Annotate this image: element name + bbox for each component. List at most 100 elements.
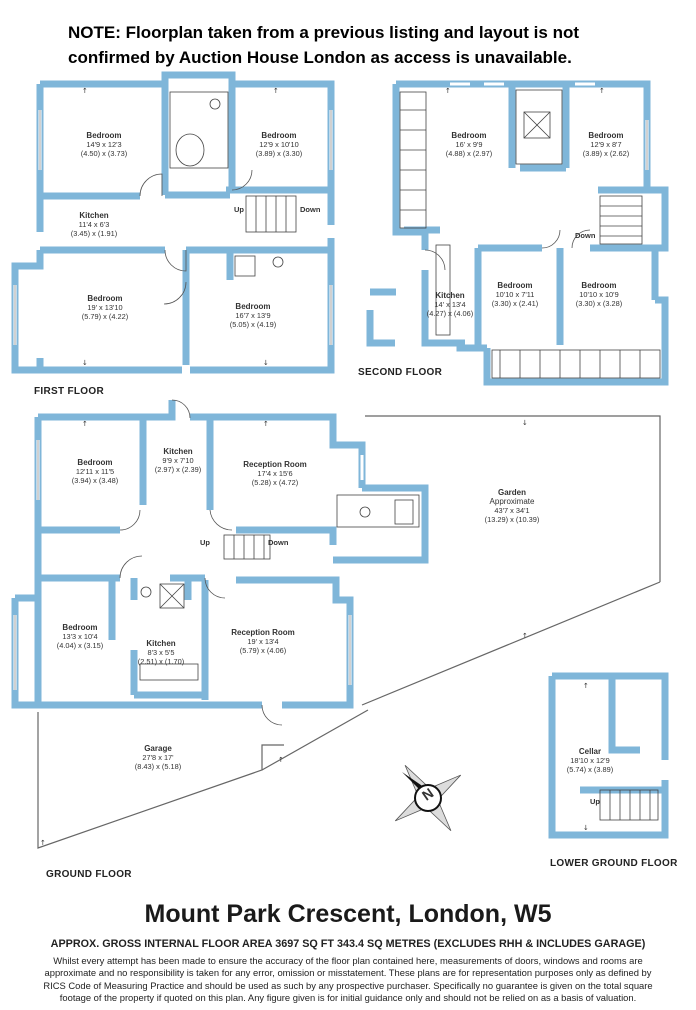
svg-text:↑: ↑ (82, 87, 88, 95)
room-metric: (5.79) x (4.22) (81, 312, 129, 321)
room-metric: (4.88) x (2.97) (445, 149, 493, 158)
svg-text:↑: ↑ (40, 839, 46, 847)
room-name: Bedroom (451, 131, 487, 140)
disclaimer-line-3: RICS Code of Measuring Practice and shou… (43, 979, 653, 991)
room-metric: (3.94) x (3.48) (71, 476, 119, 485)
room-metric: (3.89) x (2.62) (582, 149, 630, 158)
svg-text:↓: ↓ (263, 359, 269, 367)
cellar-stairs-up: Up (590, 797, 600, 806)
room-g-kitchen-b: Kitchen 8'3 x 5'5 (2.51) x (1.70) (138, 639, 184, 666)
room-f2-bedroom-b: Bedroom 12'9 x 8'7 (3.89) x (2.62) (583, 131, 629, 158)
room-imperial: 19' x 13'10 (87, 303, 123, 312)
room-imperial: 17'4 x 15'6 (257, 469, 293, 478)
room-extra: Approximate (489, 497, 535, 506)
room-garden: Garden Approximate 43'7 x 34'1 (13.29) x… (485, 488, 540, 524)
svg-text:↑: ↑ (445, 87, 451, 95)
room-f1-bedroom-b: Bedroom 12'9 x 10'10 (3.89) x (3.30) (256, 131, 302, 158)
room-g-bedroom-a: Bedroom 12'11 x 11'5 (3.94) x (3.48) (72, 458, 118, 485)
room-name: Bedroom (86, 131, 122, 140)
room-name: Kitchen (79, 211, 109, 220)
room-metric: (3.30) x (2.41) (491, 299, 539, 308)
room-metric: (3.30) x (3.28) (575, 299, 623, 308)
room-f1-bedroom-a: Bedroom 14'9 x 12'3 (4.50) x (3.73) (81, 131, 127, 158)
room-f1-bedroom-c: Bedroom 19' x 13'10 (5.79) x (4.22) (82, 294, 128, 321)
room-imperial: 43'7 x 34'1 (494, 506, 530, 515)
room-metric: (4.27) x (4.06) (426, 309, 474, 318)
room-imperial: 16' x 9'9 (455, 140, 483, 149)
room-imperial: 11'4 x 6'3 (78, 220, 110, 229)
svg-text:↑: ↑ (583, 682, 589, 690)
room-name: Kitchen (435, 291, 465, 300)
disclaimer-line-1: Whilst every attempt has been made to en… (53, 955, 643, 966)
room-f2-kitchen: Kitchen 14' x 13'4 (4.27) x (4.06) (427, 291, 473, 318)
room-metric: (13.29) x (10.39) (484, 515, 540, 524)
room-f2-bedroom-d: Bedroom 10'10 x 10'9 (3.30) x (3.28) (576, 281, 622, 308)
room-metric: (5.74) x (3.89) (566, 765, 614, 774)
svg-text:↓: ↓ (82, 359, 88, 367)
svg-text:↑: ↑ (273, 87, 279, 95)
disclaimer: Whilst every attempt has been made to en… (6, 955, 690, 1004)
svg-text:↑: ↑ (278, 756, 284, 764)
room-imperial: 19' x 13'4 (247, 637, 279, 646)
room-name: Garden (497, 488, 527, 497)
svg-text:↓: ↓ (522, 419, 528, 427)
floor-area-summary: APPROX. GROSS INTERNAL FLOOR AREA 3697 S… (50, 938, 646, 950)
room-name: Bedroom (261, 131, 297, 140)
room-name: Cellar (578, 747, 602, 756)
room-name: Bedroom (77, 458, 113, 467)
note-line-1: NOTE: Floorplan taken from a previous li… (68, 23, 579, 42)
svg-text:↑: ↑ (522, 632, 528, 640)
ground-floor-label: GROUND FLOOR (46, 869, 132, 880)
room-name: Kitchen (146, 639, 176, 648)
room-imperial: 14'9 x 12'3 (86, 140, 122, 149)
room-name: Bedroom (497, 281, 533, 290)
room-metric: (2.97) x (2.39) (154, 465, 202, 474)
disclaimer-line-2: approximate and no responsibility is tak… (44, 967, 652, 979)
room-g-kitchen-a: Kitchen 9'9 x 7'10 (2.97) x (2.39) (155, 447, 201, 474)
svg-text:↑: ↑ (599, 87, 605, 95)
room-imperial: 8'3 x 5'5 (147, 648, 175, 657)
svg-text:↓: ↓ (583, 824, 589, 832)
room-f2-bedroom-a: Bedroom 16' x 9'9 (4.88) x (2.97) (446, 131, 492, 158)
room-name: Reception Room (231, 628, 295, 637)
g-stairs-down: Down (268, 538, 289, 547)
room-f1-bedroom-d: Bedroom 16'7 x 13'9 (5.05) x (4.19) (230, 302, 276, 329)
lower-ground-floor-label: LOWER GROUND FLOOR (550, 858, 678, 869)
room-imperial: 12'11 x 11'5 (75, 467, 115, 476)
room-imperial: 9'9 x 7'10 (162, 456, 194, 465)
note-line-2: confirmed by Auction House London as acc… (68, 48, 572, 67)
room-imperial: 27'8 x 17' (142, 753, 174, 762)
room-g-bedroom-b: Bedroom 13'3 x 10'4 (4.04) x (3.15) (57, 623, 103, 650)
room-imperial: 12'9 x 8'7 (590, 140, 622, 149)
room-imperial: 14' x 13'4 (434, 300, 466, 309)
second-floor-walls (366, 80, 669, 386)
room-name: Garage (144, 744, 172, 753)
room-metric: (4.50) x (3.73) (80, 149, 128, 158)
disclaimer-line-4: footage of the property if quoted on thi… (59, 991, 637, 1003)
compass (394, 764, 462, 832)
room-name: Bedroom (87, 294, 123, 303)
room-name: Bedroom (588, 131, 624, 140)
f1-stairs-up: Up (234, 205, 244, 214)
room-g-reception-b: Reception Room 19' x 13'4 (5.79) x (4.06… (231, 628, 295, 655)
room-metric: (5.79) x (4.06) (239, 646, 287, 655)
room-imperial: 10'10 x 10'9 (579, 290, 619, 299)
room-garage: Garage 27'8 x 17' (8.43) x (5.18) (135, 744, 181, 771)
room-name: Kitchen (163, 447, 193, 456)
f1-stairs-down: Down (300, 205, 321, 214)
room-metric: (8.43) x (5.18) (134, 762, 182, 771)
f2-stairs-down: Down (575, 231, 596, 240)
second-floor-label: SECOND FLOOR (358, 367, 443, 378)
room-metric: (3.45) x (1.91) (70, 229, 118, 238)
room-name: Bedroom (235, 302, 271, 311)
room-imperial: 18'10 x 12'9 (570, 756, 610, 765)
room-imperial: 13'3 x 10'4 (62, 632, 98, 641)
room-metric: (3.89) x (3.30) (255, 149, 303, 158)
first-floor-walls (11, 71, 335, 374)
room-metric: (5.28) x (4.72) (251, 478, 299, 487)
room-f1-kitchen: Kitchen 11'4 x 6'3 (3.45) x (1.91) (71, 211, 117, 238)
room-name: Bedroom (62, 623, 98, 632)
room-metric: (4.04) x (3.15) (56, 641, 104, 650)
room-imperial: 10'10 x 7'11 (495, 290, 535, 299)
g-stairs-up: Up (200, 538, 210, 547)
